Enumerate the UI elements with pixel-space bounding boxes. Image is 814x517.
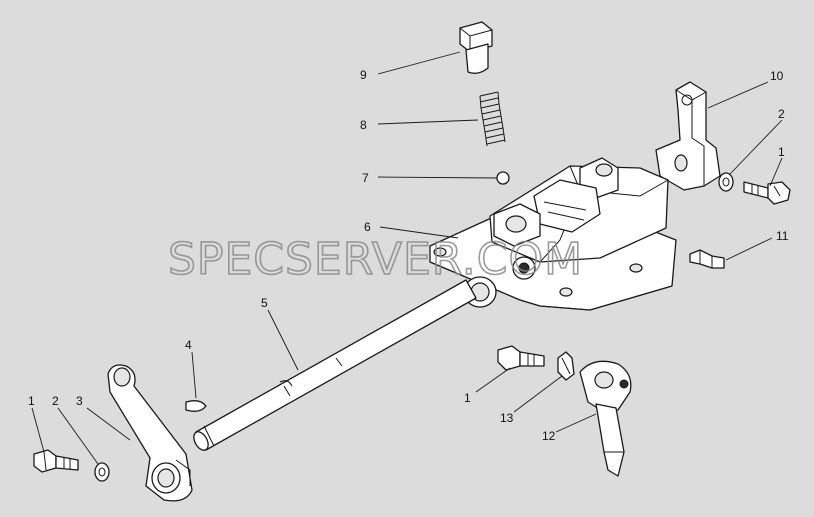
part-13-lock-plate — [557, 351, 575, 381]
part-10-bracket — [655, 81, 721, 191]
callout-5: 5 — [261, 296, 268, 310]
part-4-key — [185, 400, 207, 412]
part-2-washer-right — [718, 172, 734, 192]
callout-1-mid: 1 — [464, 391, 471, 405]
callout-13: 13 — [500, 411, 514, 425]
part-9-plug — [459, 21, 493, 74]
callout-4: 4 — [185, 338, 192, 352]
callout-1-left: 1 — [28, 394, 35, 408]
part-12-lever — [579, 360, 632, 477]
part-11-fitting — [689, 249, 725, 269]
part-7-ball — [496, 171, 510, 185]
callout-3: 3 — [76, 394, 83, 408]
callout-6: 6 — [364, 220, 371, 234]
part-1-bolt-right — [743, 181, 791, 205]
callout-2-right: 2 — [778, 107, 785, 121]
callout-10: 10 — [770, 69, 784, 83]
callout-2-left: 2 — [52, 394, 59, 408]
callout-9: 9 — [360, 68, 367, 82]
callout-11: 11 — [776, 229, 789, 243]
part-3-lever — [107, 364, 193, 502]
part-8-spring — [479, 91, 506, 147]
part-2-washer-left — [94, 462, 110, 482]
leader-lines — [31, 51, 783, 465]
callout-7: 7 — [362, 171, 369, 185]
part-6-housing — [429, 157, 677, 311]
callout-12: 12 — [542, 429, 556, 443]
callout-labels: 9 8 7 6 10 2 1 11 5 4 3 2 1 1 13 12 — [28, 68, 789, 443]
callout-1-right: 1 — [778, 145, 785, 159]
watermark-text: SPECSERVER.COM — [168, 234, 583, 285]
part-5-shaft — [193, 279, 477, 451]
part-1-bolt-mid — [497, 345, 545, 371]
callout-8: 8 — [360, 118, 367, 132]
part-1-bolt-left — [33, 449, 79, 473]
